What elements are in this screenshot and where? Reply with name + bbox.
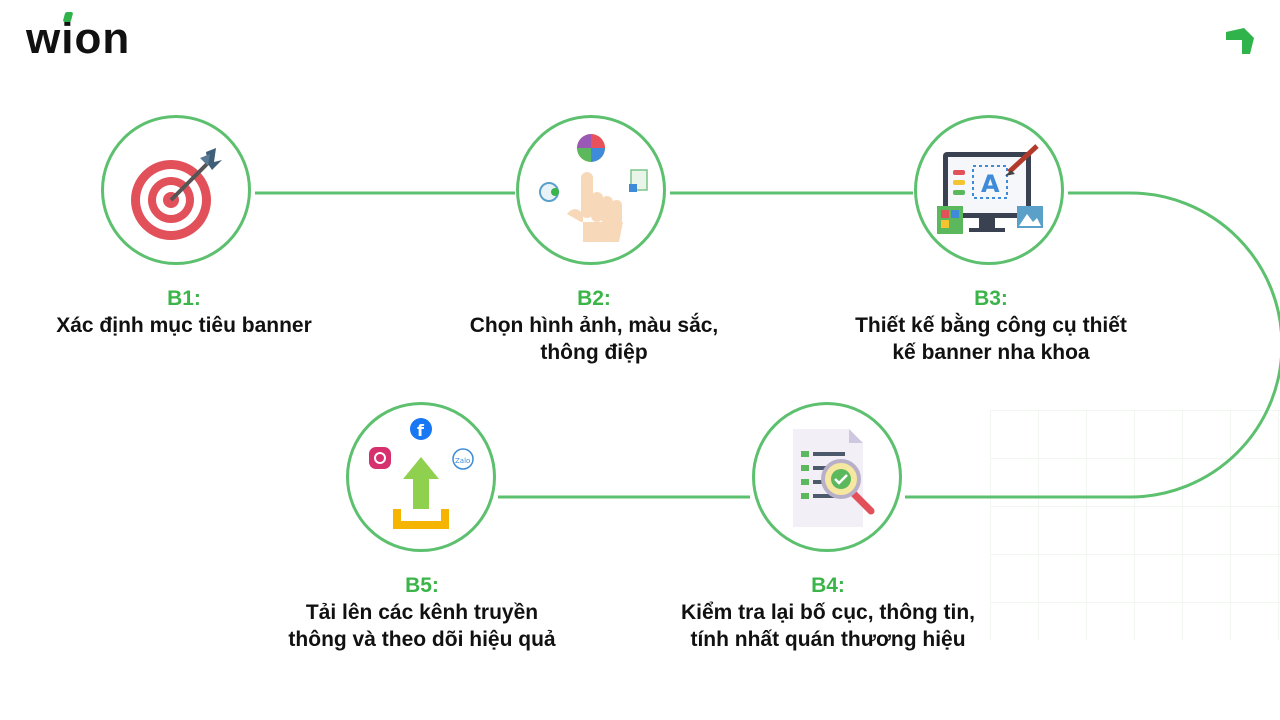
step-b2-circle [516, 115, 666, 265]
zalo-icon [452, 448, 474, 470]
instagram-icon [369, 447, 391, 469]
facebook-icon [410, 418, 432, 440]
step-b5-circle: f Zalo [346, 402, 496, 552]
step-b1-label: B1: Xác định mục tiêu banner [14, 285, 354, 339]
svg-text:f: f [417, 421, 425, 440]
step-b3-number: B3: [974, 287, 1008, 310]
upload-social-icon: f Zalo [369, 418, 474, 529]
step-b4-number: B4: [811, 574, 845, 597]
background-grid [990, 410, 1280, 640]
step-b1-number: B1: [167, 287, 201, 310]
svg-text:A: A [981, 170, 1000, 198]
step-b5-number: B5: [405, 574, 439, 597]
step-b3-description: Thiết kế bằng công cụ thiết kế banner nh… [855, 314, 1127, 364]
hand-pointer-icon [539, 134, 648, 242]
step-b2-label: B2: Chọn hình ảnh, màu sắc, thông điệp [424, 285, 764, 366]
zalo-text: Zalo [455, 457, 470, 465]
step-b5-description: Tải lên các kênh truyền thông và theo dõ… [288, 601, 556, 651]
step-b3-circle: A [914, 115, 1064, 265]
step-b1-circle [101, 115, 251, 265]
brand-logo: wion [26, 14, 131, 63]
step-b3-label: B3: Thiết kế bằng công cụ thiết kế banne… [821, 285, 1161, 366]
checklist-magnifier-icon [793, 429, 875, 527]
step-b1-description: Xác định mục tiêu banner [56, 314, 312, 337]
step-b2-number: B2: [577, 287, 611, 310]
step-b4-label: B4: Kiểm tra lại bố cục, thông tin, tính… [658, 572, 998, 653]
corner-arrow-icon [1226, 28, 1254, 54]
target-icon [131, 148, 222, 240]
step-b4-description: Kiểm tra lại bố cục, thông tin, tính nhấ… [680, 601, 976, 651]
design-monitor-icon: A [937, 144, 1043, 234]
step-b5-label: B5: Tải lên các kênh truyền thông và the… [252, 572, 592, 653]
step-b2-description: Chọn hình ảnh, màu sắc, thông điệp [469, 314, 719, 364]
step-b4-circle [752, 402, 902, 552]
